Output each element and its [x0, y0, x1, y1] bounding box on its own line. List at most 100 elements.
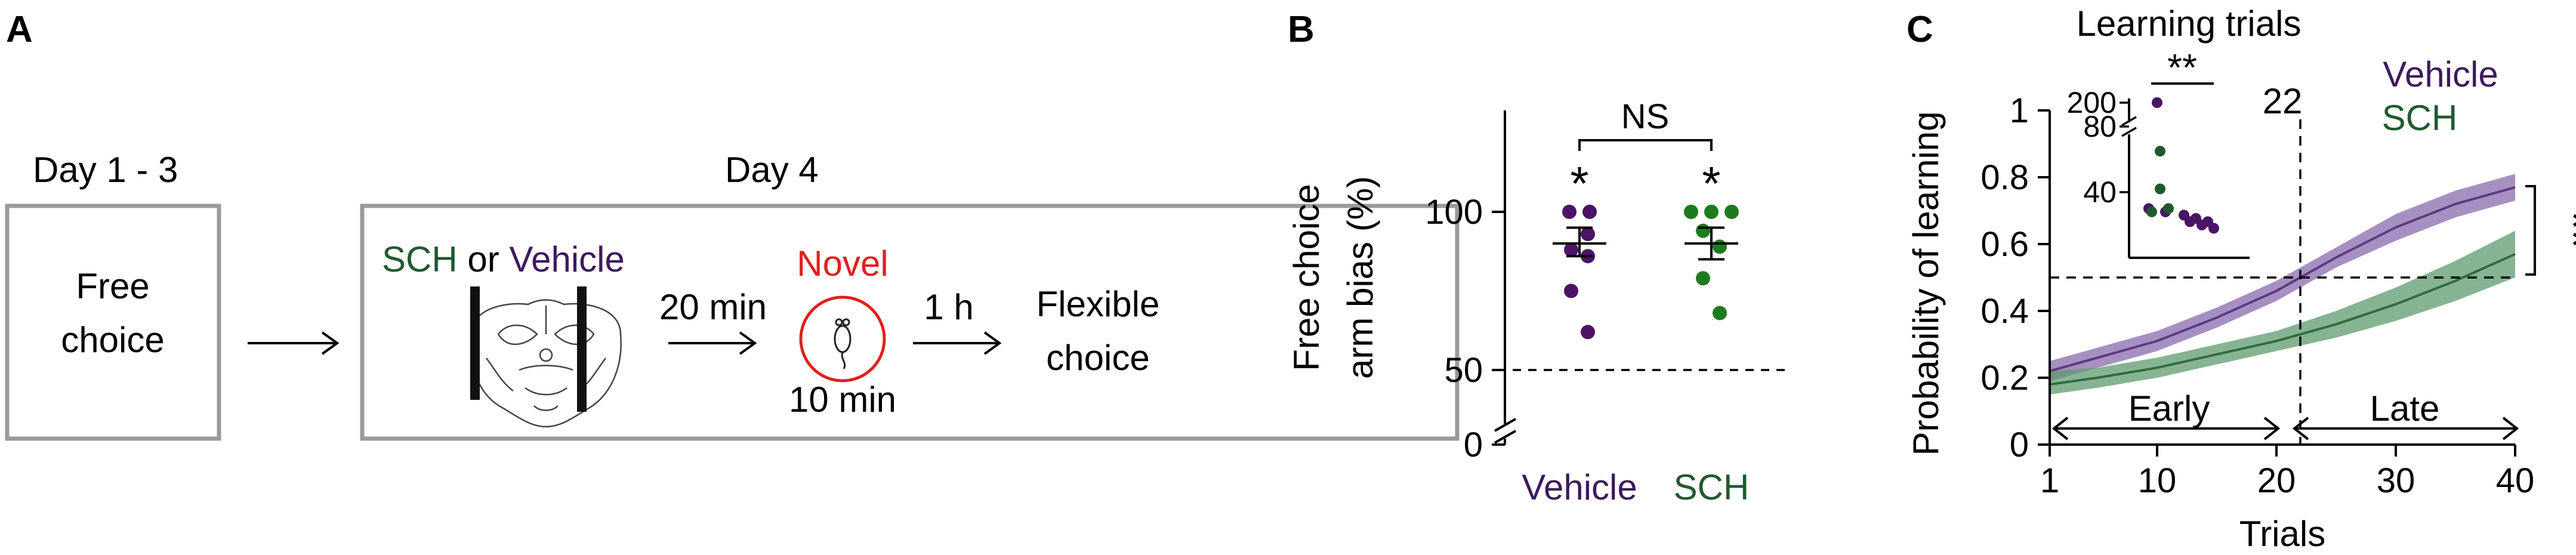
panel-b-point: [1713, 239, 1727, 254]
panel-c-threshold-x-label: 22: [2263, 81, 2303, 121]
inset-point: [2208, 223, 2219, 234]
panel-c-y-tick-label: 0.4: [1980, 292, 2029, 331]
panel-b-point: [1713, 306, 1727, 320]
panel-c-x-tick-label: 40: [2496, 461, 2535, 500]
day4-label: Day 4: [725, 150, 819, 190]
panel-b-xlabel-vehicle: Vehicle: [1522, 467, 1637, 507]
panel-b-y-tick-label: 50: [1444, 351, 1483, 390]
inset-y-tick-label: 80: [2083, 110, 2117, 143]
panel-c-early-arrow: [2051, 417, 2281, 440]
panel-c-xlabel: Trials: [2239, 514, 2325, 554]
novel-arena: [799, 295, 886, 383]
panel-c-x-tick-label: 30: [2377, 461, 2415, 500]
inset-point: [2155, 183, 2165, 195]
panel-b-point: [1562, 205, 1577, 219]
mouse-icon: [834, 318, 852, 369]
panel-c-title: Learning trials: [2077, 4, 2302, 44]
panel-b-ns-label: NS: [1621, 97, 1670, 136]
panel-b-point: [1684, 205, 1698, 219]
arrow-to-day4: [248, 331, 340, 355]
arrow-20min: [668, 331, 757, 355]
panel-c-x-tick-label: 10: [2138, 461, 2177, 500]
inset-axis-break: [2121, 116, 2137, 137]
panel-b-star-sch: *: [1702, 157, 1720, 210]
panel-b-points: [1553, 205, 1739, 340]
inset-significance: **: [2167, 46, 2197, 89]
flexible-line2: choice: [1046, 338, 1149, 378]
panel-c-legend-vehicle: Vehicle: [2383, 54, 2498, 94]
panel-b-ylabel-line1: Free choice: [1287, 184, 1326, 371]
panel-b-point: [1704, 205, 1719, 219]
panel-b-point: [1582, 205, 1597, 219]
inset-point: [2152, 97, 2162, 108]
panel-b-point: [1696, 271, 1710, 286]
panel-c-lines: [2049, 186, 2516, 386]
panel-c-significance-bracket: [2525, 185, 2536, 276]
treatment-label: SCH or Vehicle: [382, 239, 625, 279]
sch-text: SCH: [382, 239, 458, 279]
brain-slice-icon: [470, 299, 622, 428]
panel-b-xlabel-sch: SCH: [1674, 467, 1750, 507]
panel-b-point: [1564, 242, 1578, 257]
panel-a: A Day 1 - 3 Day 4 Free choice SCH or Veh…: [5, 9, 1460, 441]
panel-b-y-ticks: 0 50 100: [1425, 193, 1505, 464]
panel-c-x-tick-label: 20: [2257, 461, 2296, 500]
inset-point: [2155, 146, 2165, 157]
panel-c-y-ticks: 00.20.40.60.81: [1980, 91, 2050, 464]
day1-label: Day 1 - 3: [33, 150, 178, 190]
panel-b-ylabel-line2: arm bias (%): [1340, 176, 1380, 379]
panel-b-point: [1724, 205, 1739, 219]
panel-c-significance: **: [2547, 211, 2576, 248]
arrow2-label: 1 h: [924, 287, 973, 327]
novel-label: Novel: [797, 243, 888, 283]
panel-c-y-tick-label: 0: [2010, 426, 2029, 464]
panel-label-b: B: [1288, 9, 1315, 50]
panel-c-band-sch: [2050, 230, 2515, 394]
panel-b-star-vehicle: *: [1570, 157, 1588, 210]
panel-c-line-vehicle: [2049, 186, 2516, 372]
inset-point: [2163, 203, 2174, 214]
day4-box: [360, 204, 1460, 441]
novel-duration: 10 min: [789, 380, 896, 420]
flexible-line1: Flexible: [1036, 284, 1160, 324]
arrow-1h: [913, 331, 1002, 355]
free-choice-line2: choice: [61, 320, 164, 360]
inset-point: [2185, 216, 2195, 227]
inset-y-tick-label: 40: [2083, 175, 2117, 209]
inset-point: [2146, 206, 2157, 217]
panel-b: B Free choice arm bias (%) 0 50 100 NS * *…: [1287, 9, 1790, 507]
panel-c-legend-sch: SCH: [2382, 98, 2458, 138]
panel-b-point: [1696, 223, 1710, 238]
free-choice-box: [5, 204, 221, 441]
panel-c: C Learning trials Probability of learnin…: [1906, 4, 2576, 554]
panel-c-y-tick-label: 1: [2010, 91, 2029, 130]
inset-point: [2196, 220, 2207, 230]
inset-points: [2143, 97, 2219, 234]
panel-c-late-arrow: [2292, 417, 2519, 440]
panel-c-y-tick-label: 0.8: [1980, 158, 2029, 197]
panel-c-y-tick-label: 0.2: [1980, 359, 2029, 397]
panel-c-late-label: Late: [2370, 388, 2440, 428]
panel-c-x-ticks: 1 10 20 30 40: [2040, 445, 2534, 500]
panel-b-y-tick-label: 0: [1464, 426, 1483, 464]
panel-c-x-tick-label: 1: [2040, 461, 2059, 500]
panel-label-a: A: [6, 9, 33, 50]
panel-c-ylabel: Probability of learning: [1906, 111, 1946, 455]
panel-b-y-tick-label: 100: [1425, 193, 1483, 232]
panel-b-ns-bracket: [1578, 139, 1713, 151]
panel-b-point: [1581, 325, 1595, 340]
panel-label-c: C: [1906, 9, 1933, 50]
panel-b-axis-break: [1494, 418, 1516, 444]
panel-c-threshold-guides: [2050, 119, 2515, 445]
inset-y-tick-label: 200: [2067, 86, 2117, 119]
cannula-icon: [470, 286, 587, 412]
panel-c-early-label: Early: [2128, 388, 2210, 428]
panel-b-point: [1564, 283, 1578, 298]
or-text: or: [458, 239, 510, 279]
free-choice-line1: Free: [76, 266, 149, 306]
panel-b-point: [1581, 227, 1595, 242]
panel-c-line-sch: [2049, 252, 2516, 386]
